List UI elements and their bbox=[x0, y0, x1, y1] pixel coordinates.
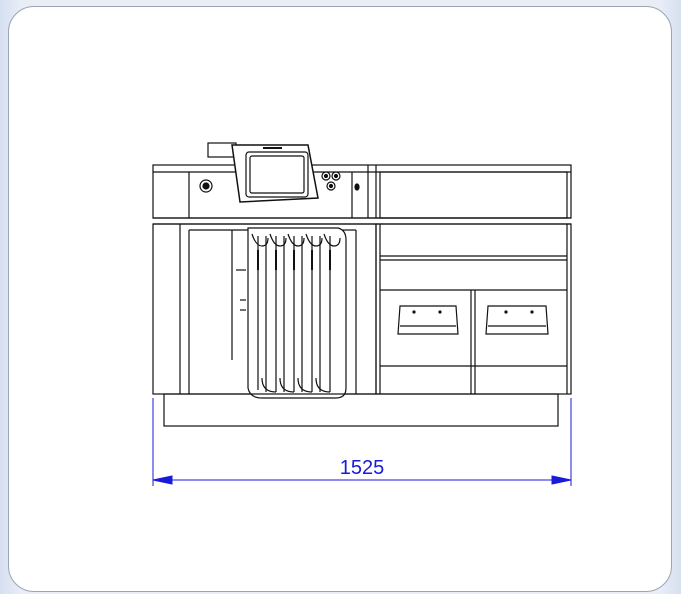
unit-base-plinth bbox=[163, 393, 559, 427]
dimension-label: 1525 bbox=[340, 457, 385, 479]
arrow-right-icon bbox=[551, 475, 572, 485]
control-knob-icon bbox=[199, 179, 213, 193]
control-buttons bbox=[321, 171, 360, 191]
touch-screen-display bbox=[207, 142, 319, 203]
drawer-handle-left bbox=[397, 305, 459, 335]
width-dimension: 1525 bbox=[152, 398, 572, 486]
arrow-left-icon bbox=[152, 475, 173, 485]
instrument-holder bbox=[247, 227, 347, 399]
unit-top-cabinet bbox=[152, 164, 572, 225]
drawer-handle-right bbox=[485, 305, 549, 335]
